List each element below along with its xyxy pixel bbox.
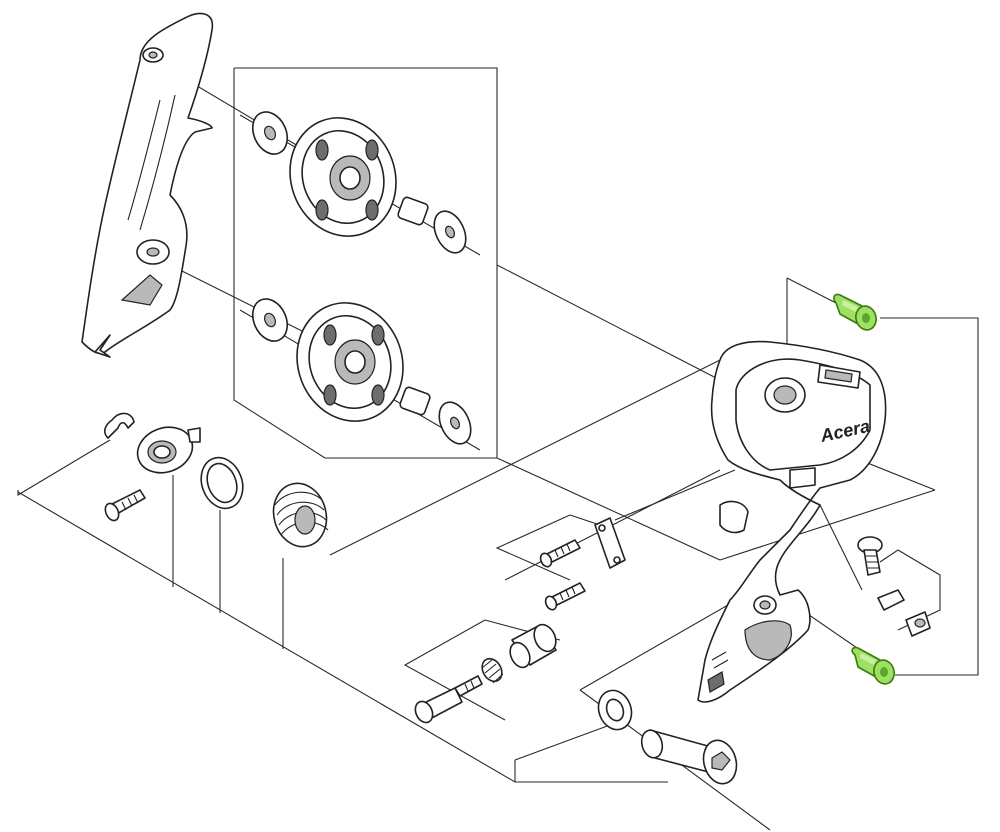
- limit-screw-2: [544, 582, 586, 611]
- seal-ring: [200, 456, 244, 510]
- limit-screws: [539, 517, 626, 611]
- small-screw-left: [104, 489, 146, 522]
- lower-pulley-wheel: [296, 302, 404, 422]
- coil-spring: [272, 482, 329, 548]
- cable-adjust-bolt-top[interactable]: [833, 293, 879, 333]
- lower-pulley-group: [251, 298, 472, 445]
- upper-pulley-wheel: [289, 117, 397, 237]
- adjuster-spring: [481, 657, 504, 684]
- adjuster-barrel: [509, 623, 557, 669]
- stopper-clip: [103, 412, 135, 439]
- derailleur-body: Acera: [697, 340, 887, 703]
- mounting-bolt: [640, 729, 738, 785]
- stopper-bolt: [857, 536, 883, 576]
- pulley-group-frame: [233, 67, 498, 459]
- tension-bushing: [136, 426, 201, 474]
- stopper-plate: [877, 589, 905, 611]
- screw-plate: [594, 517, 626, 569]
- stopper-cap: [905, 611, 931, 637]
- stopper-parts: [857, 536, 931, 637]
- spring-assembly: [103, 412, 329, 548]
- cable-adjuster: [414, 623, 557, 724]
- inner-cage-plate: [81, 12, 214, 358]
- mounting-bolt-group: [597, 689, 738, 785]
- mounting-washer: [597, 689, 633, 731]
- limit-screw-1: [539, 539, 581, 568]
- upper-pulley-group: [251, 111, 467, 254]
- adjuster-bolt: [414, 675, 483, 724]
- cable-adjust-bolt-bottom[interactable]: [851, 646, 897, 687]
